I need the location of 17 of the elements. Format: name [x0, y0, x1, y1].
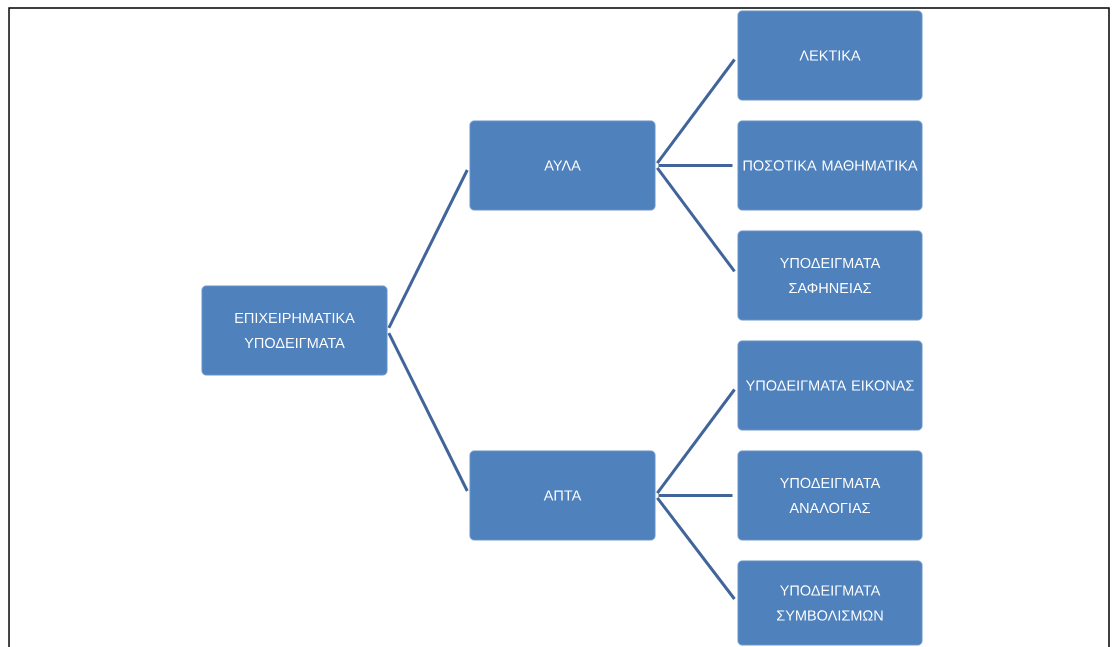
text-box: ΕΠΙΧΕΙΡΗΜΑΤΙΚΑ ΥΠΟΔΕΙΓΜΑΤΑ [201, 285, 388, 376]
connector-line [656, 388, 736, 494]
text-box: ΑΠΤΑ [469, 450, 656, 541]
connector-line [658, 494, 733, 497]
connector-line [656, 496, 736, 600]
connector-line [387, 169, 469, 329]
text-box: ΛΕΚΤΙΚΑ [737, 10, 923, 101]
connector-line [387, 332, 469, 492]
text-box: ΥΠΟΔΕΙΓΜΑΤΑ ΣΑΦΗΝΕΙΑΣ [737, 230, 923, 321]
connector-line [656, 167, 736, 273]
text-box: ΑΥΛΑ [469, 120, 656, 211]
text-box: ΥΠΟΔΕΙΓΜΑΤΑ ΣΥΜΒΟΛΙΣΜΩΝ [737, 560, 923, 646]
text-box: ΥΠΟΔΕΙΓΜΑΤΑ ΕΙΚΟΝΑΣ [737, 340, 923, 431]
text-box: ΥΠΟΔΕΙΓΜΑΤΑ ΑΝΑΛΟΓΙΑΣ [737, 450, 923, 541]
text-box: ΠΟΣΟΤΙΚΑ ΜΑΘΗΜΑΤΙΚΑ [737, 120, 923, 211]
connector-line [658, 164, 733, 167]
connector-line [656, 58, 736, 164]
